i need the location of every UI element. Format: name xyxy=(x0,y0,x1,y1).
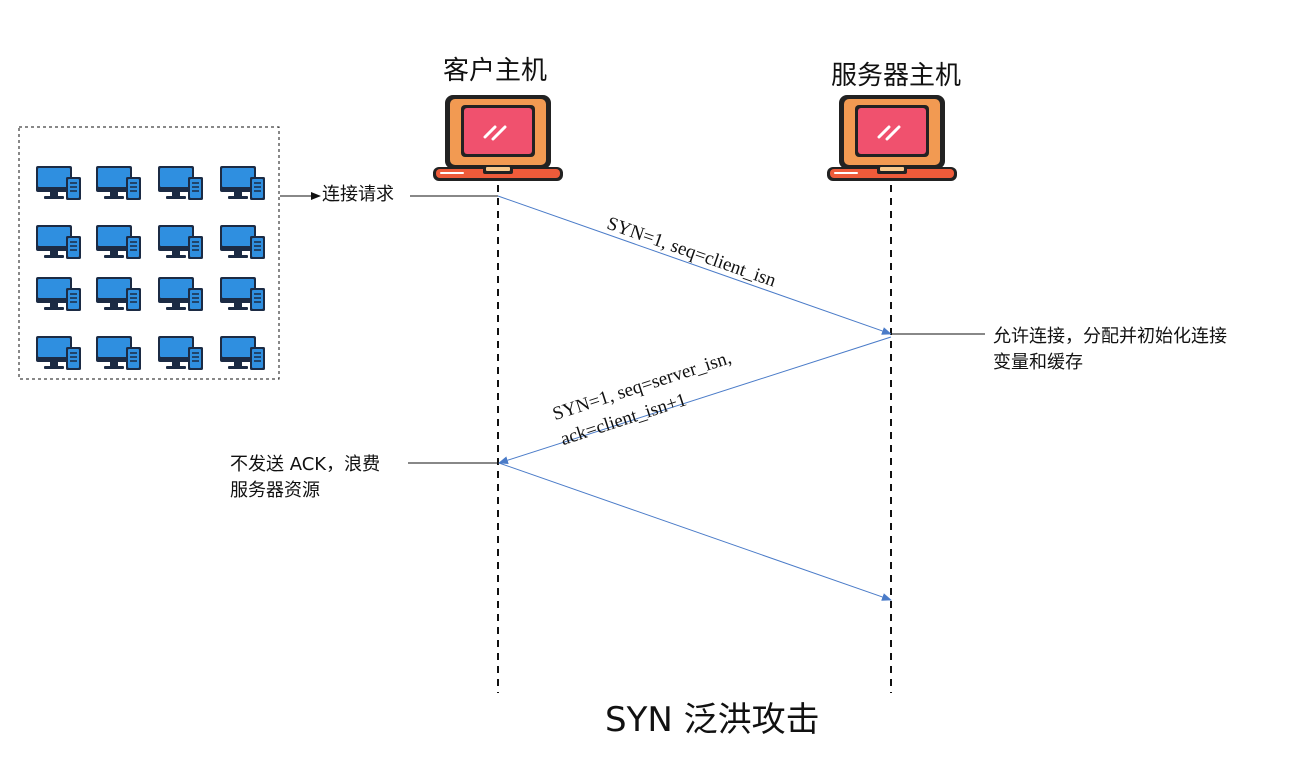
connect-request-label: 连接请求 xyxy=(322,184,394,205)
desktop-computer-icon xyxy=(157,276,204,312)
server-alloc-note-line2: 变量和缓存 xyxy=(993,352,1083,373)
server-alloc-note-line1: 允许连接，分配并初始化连接 xyxy=(993,326,1227,347)
diagram-title: SYN 泛洪攻击 xyxy=(605,700,820,740)
desktop-computer-icon xyxy=(35,335,82,371)
syn-arrow xyxy=(497,195,892,335)
desktop-computer-icon xyxy=(219,165,266,201)
desktop-computer-icon xyxy=(95,276,142,312)
desktop-computer-icon xyxy=(95,224,142,260)
desktop-computer-icon xyxy=(157,165,204,201)
synack-arrow xyxy=(498,336,892,465)
client-group-box xyxy=(18,126,280,380)
no-ack-note-line2: 服务器资源 xyxy=(230,480,320,501)
desktop-computer-icon xyxy=(219,224,266,260)
client-computers-grid xyxy=(35,165,266,371)
client-laptop-icon xyxy=(433,93,563,183)
third-arrow xyxy=(498,462,892,601)
desktop-computer-icon xyxy=(95,165,142,201)
desktop-computer-icon xyxy=(35,165,82,201)
server-laptop-icon xyxy=(827,93,957,183)
server-host-title: 服务器主机 xyxy=(831,61,962,91)
desktop-computer-icon xyxy=(157,335,204,371)
client-host-title: 客户主机 xyxy=(443,56,548,86)
no-ack-note-line1: 不发送 ACK，浪费 xyxy=(230,454,381,475)
desktop-computer-icon xyxy=(157,224,204,260)
desktop-computer-icon xyxy=(219,276,266,312)
desktop-computer-icon xyxy=(95,335,142,371)
desktop-computer-icon xyxy=(35,276,82,312)
desktop-computer-icon xyxy=(35,224,82,260)
desktop-computer-icon xyxy=(219,335,266,371)
